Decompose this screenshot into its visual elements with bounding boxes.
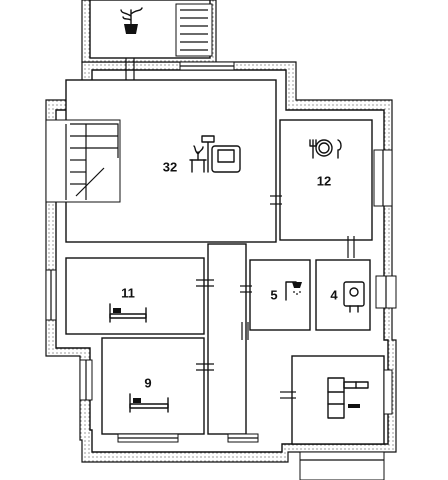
shelving-icon (327, 377, 369, 419)
room-utility (291, 355, 385, 445)
corridor (207, 243, 247, 435)
shower-icon (285, 281, 302, 301)
room-label-kitchen: 12 (317, 173, 331, 188)
terrace (81, 0, 217, 63)
room-label-boiler: 4 (330, 287, 338, 302)
room-label-bedroom-11: 11 (121, 285, 135, 300)
boiler-icon (343, 281, 365, 313)
plate-cutlery-icon (309, 139, 342, 159)
room-label-bedroom-9: 9 (144, 375, 151, 390)
room-bathroom: 5 (249, 259, 311, 331)
room-bedroom-9: 9 (101, 337, 205, 435)
doors (125, 58, 355, 399)
room-bedroom-11: 11 (65, 257, 205, 335)
armchair-lamp-icon (189, 135, 241, 173)
room-boiler: 4 (315, 259, 371, 331)
staircase (45, 119, 121, 203)
entrance-porch (299, 451, 385, 480)
bed-icon (109, 303, 147, 323)
windows (45, 61, 397, 443)
room-label-bathroom: 5 (270, 287, 277, 302)
plant-icon (120, 7, 143, 34)
room-label-living: 32 (163, 159, 177, 174)
room-kitchen: 12 (279, 119, 373, 241)
bed-icon (129, 393, 169, 413)
